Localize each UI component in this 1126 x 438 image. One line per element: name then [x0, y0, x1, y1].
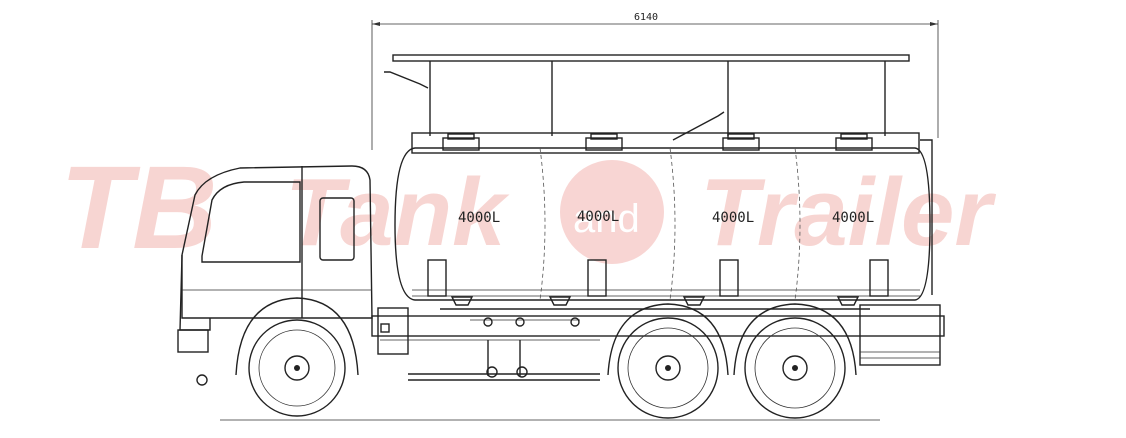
watermark-word-trailer: Trailer: [700, 159, 996, 266]
dimension-overall-length: 6140: [371, 12, 939, 150]
top-handrail: [384, 54, 910, 141]
compartment-2-label: 4000L: [577, 209, 619, 225]
compartment-4-label: 4000L: [832, 210, 874, 226]
manhole-4: [835, 133, 873, 151]
manhole-2: [585, 133, 623, 151]
watermark-logo: TB: [60, 142, 217, 274]
manhole-1: [442, 133, 480, 151]
dimension-label: 6140: [634, 12, 658, 23]
rear-wheel-1: [607, 303, 729, 419]
compartment-1-label: 4000L: [458, 210, 500, 226]
watermark-connector: and: [573, 197, 640, 241]
truck-cab: [177, 165, 409, 386]
chassis: [371, 304, 945, 381]
tank-body: 4000L 4000L 4000L 4000L: [394, 132, 933, 310]
manhole-3: [722, 133, 760, 151]
watermark-circle: [560, 160, 664, 264]
compartment-3-label: 4000L: [712, 210, 754, 226]
bottom-valves: [440, 296, 870, 310]
watermark: TB Tank and Trailer: [60, 142, 996, 274]
front-wheel: [235, 297, 359, 417]
rear-wheel-2: [733, 303, 857, 419]
